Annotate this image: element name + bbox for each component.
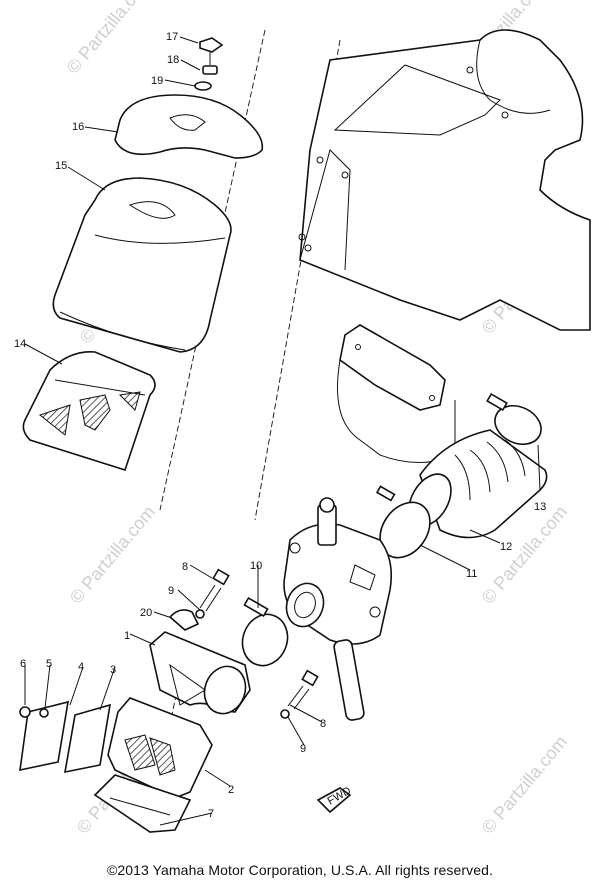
callout-10: 10: [250, 560, 262, 572]
reed-plate-inner: [64, 703, 111, 774]
hose-clamp-large: [486, 392, 542, 446]
watermark: © Partzilla.com: [478, 732, 571, 838]
callout-13: 13: [534, 501, 546, 513]
hose-clamp-small: [375, 485, 431, 559]
callout-leader-lines: [24, 36, 541, 826]
callout-labels: 1 2 3 4 5 6 7 8 8 9 9 10 11 12 13 14 15 …: [14, 31, 546, 820]
exploded-parts-diagram: © Partzilla.com © Partzilla.com © Partzi…: [14, 0, 591, 838]
bolt-upper: [195, 568, 230, 619]
air-filter-element: [52, 177, 232, 353]
forward-direction-marker: FWD: [316, 785, 353, 814]
callout-12: 12: [500, 541, 512, 553]
bolt-lower: [280, 669, 319, 719]
callout-8: 8: [182, 561, 188, 573]
callout-8: 8: [320, 718, 326, 730]
callout-5: 5: [46, 658, 52, 670]
watermark: © Partzilla.com: [66, 502, 159, 608]
callout-17: 17: [166, 31, 178, 43]
callout-15: 15: [55, 160, 67, 172]
small-screw: [19, 706, 49, 718]
air-filter-cover: [114, 94, 264, 159]
callout-9: 9: [300, 743, 306, 755]
callout-9: 9: [168, 585, 174, 597]
callout-6: 6: [20, 658, 26, 670]
gasket: [93, 774, 192, 833]
reed-plate-outer: [19, 700, 69, 772]
reed-valve-assembly: [107, 697, 213, 799]
intake-manifold: [149, 631, 251, 715]
callout-20: 20: [140, 607, 152, 619]
callout-14: 14: [14, 338, 26, 350]
callout-18: 18: [167, 54, 179, 66]
wing-bolt-assembly: [194, 37, 224, 91]
callout-7: 7: [208, 808, 214, 820]
hose-fitting: [168, 609, 200, 631]
callout-16: 16: [72, 121, 84, 133]
frame-airbox: [298, 29, 591, 463]
callout-1: 1: [124, 630, 130, 642]
callout-2: 2: [228, 784, 234, 796]
callout-19: 19: [151, 75, 163, 87]
copyright-notice: ©2013 Yamaha Motor Corporation, U.S.A. A…: [106, 862, 494, 878]
callout-3: 3: [110, 664, 116, 676]
carburetor: [283, 497, 393, 721]
callout-11: 11: [466, 568, 477, 580]
watermark: © Partzilla.com: [63, 0, 156, 78]
callout-4: 4: [78, 661, 84, 673]
filter-mesh-element: [22, 351, 156, 471]
